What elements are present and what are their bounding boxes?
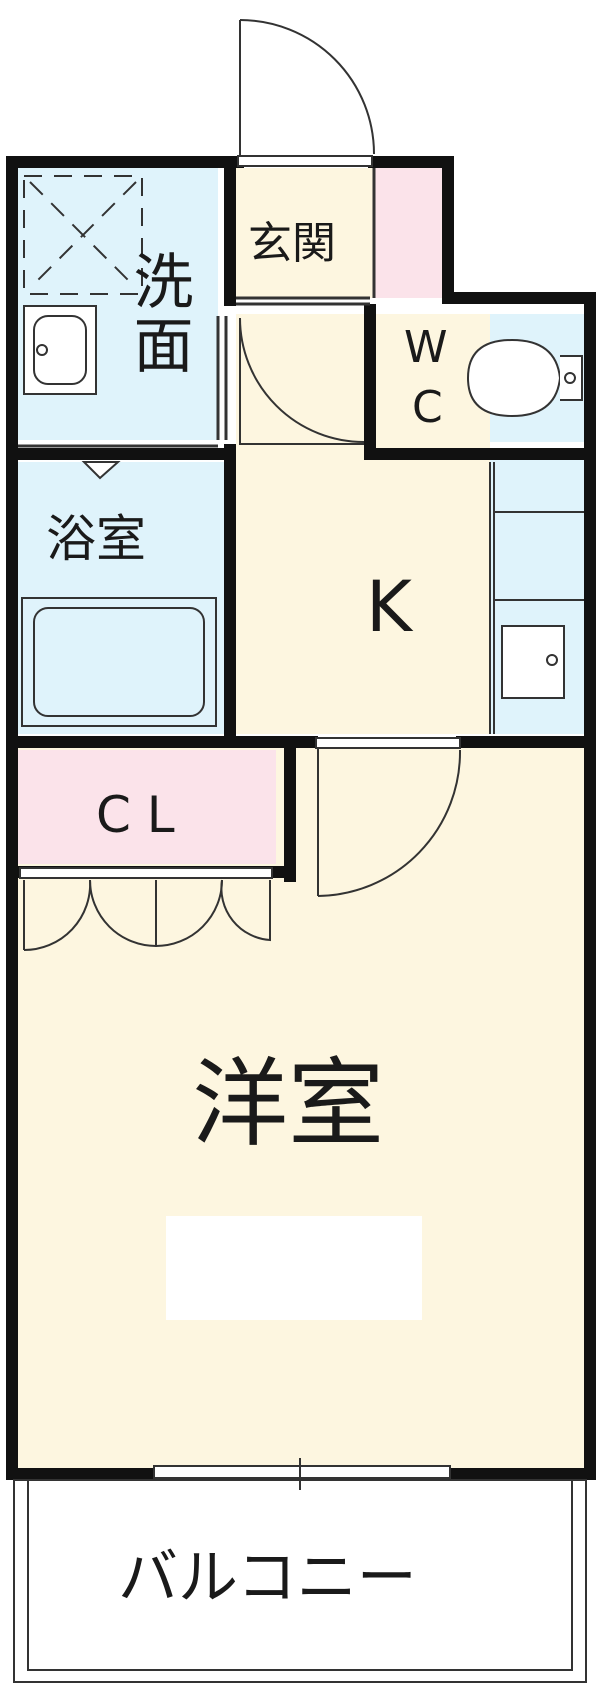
- room-label-kitchen: K: [366, 566, 412, 648]
- closet-fill-top: [18, 750, 276, 864]
- blank-label-area: [166, 1216, 422, 1320]
- room-label-yokushitsu: 浴室: [46, 510, 146, 568]
- entrance-door: [237, 19, 375, 167]
- partitions: [18, 168, 376, 448]
- yoshitsu-door: [315, 737, 462, 897]
- room-label-closet: C L: [96, 786, 175, 844]
- toilet-icon: [466, 338, 583, 418]
- closet-doors: [19, 867, 273, 952]
- room-genkan-fill: [236, 168, 374, 298]
- kitchen-door: [239, 317, 365, 445]
- washer-space: [23, 175, 143, 295]
- balcony-outline: [13, 1479, 587, 1683]
- room-label-wc-c: C: [412, 382, 443, 433]
- room-label-genkan: 玄関: [248, 218, 336, 269]
- room-label-yoshitsu: 洋室: [192, 1048, 384, 1160]
- balcony-window: [153, 1458, 451, 1490]
- room-kitchen-fill: [236, 314, 490, 734]
- washbasin-icon: [23, 305, 97, 395]
- kitchen-sink-icon: [501, 625, 565, 699]
- bath-door-triangle: [81, 461, 121, 480]
- room-label-balcony: バルコニー: [118, 1543, 417, 1613]
- bathtub-icon: [21, 597, 217, 727]
- kitchen-counter-lines: [489, 462, 584, 734]
- room-label-wc-w: W: [404, 322, 448, 373]
- room-label-senmen: 洗面: [123, 250, 193, 378]
- genkan-storage-fill: [374, 168, 442, 298]
